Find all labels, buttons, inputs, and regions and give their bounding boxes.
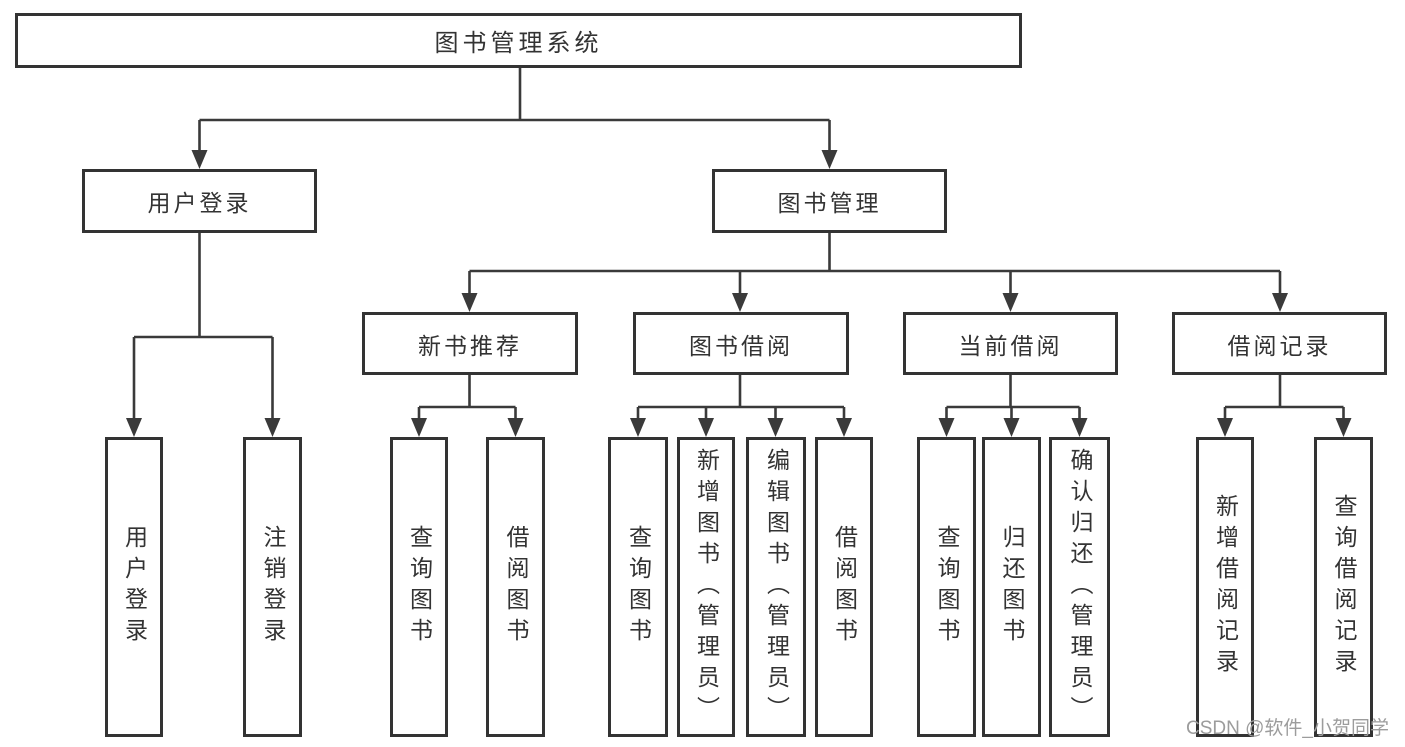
leaf-return-books: 归还图书 — [982, 437, 1041, 737]
leaf-logout: 注销登录 — [243, 437, 302, 737]
leaf-query-books-borrowing: 查询图书 — [608, 437, 668, 737]
leaf-query-borrow-record: 查询借阅记录 — [1314, 437, 1373, 737]
leaf-query-books-recommend: 查询图书 — [390, 437, 448, 737]
node-current-borrowing: 当前借阅 — [903, 312, 1118, 375]
node-book-management: 图书管理 — [712, 169, 947, 233]
connector-arrowheads — [126, 150, 1352, 437]
node-book-borrowing: 图书借阅 — [633, 312, 849, 375]
connector-lines — [132, 68, 1345, 420]
leaf-query-books-current: 查询图书 — [917, 437, 976, 737]
leaf-borrow-books-recommend: 借阅图书 — [486, 437, 545, 737]
leaf-add-books-admin: 新增图书（管理员） — [677, 437, 735, 737]
node-user-login: 用户登录 — [82, 169, 317, 233]
leaf-add-borrow-record: 新增借阅记录 — [1196, 437, 1254, 737]
leaf-borrow-books: 借阅图书 — [815, 437, 873, 737]
csdn-watermark: CSDN @软件_小贺同学 — [1186, 718, 1389, 739]
node-borrowing-records: 借阅记录 — [1172, 312, 1387, 375]
leaf-user-login: 用户登录 — [105, 437, 163, 737]
leaf-confirm-return-admin: 确认归还（管理员） — [1049, 437, 1110, 737]
node-new-book-recommendation: 新书推荐 — [362, 312, 578, 375]
leaf-edit-books-admin: 编辑图书（管理员） — [746, 437, 806, 737]
node-library-management-system: 图书管理系统 — [15, 13, 1022, 68]
